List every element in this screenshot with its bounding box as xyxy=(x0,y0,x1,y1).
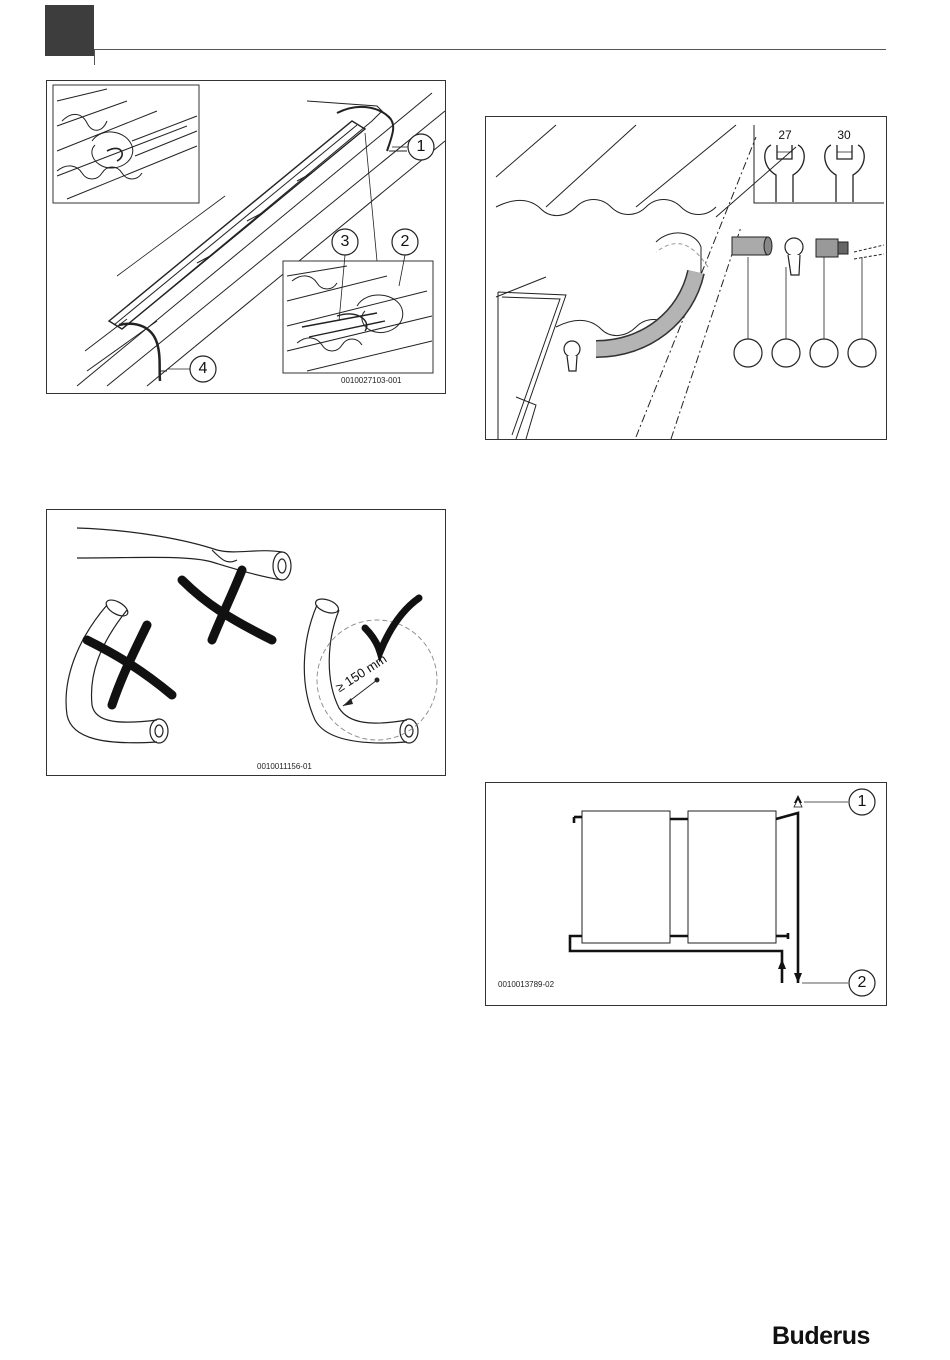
figure-connection: 27 30 xyxy=(485,116,887,440)
schematic-illustration xyxy=(486,783,886,1005)
header-rule xyxy=(94,49,886,50)
brand-logo: Buderus xyxy=(772,1322,870,1351)
callout-1: 1 xyxy=(847,787,877,817)
figure-hose-bending: ≥ 150 mm 0010011156-01 xyxy=(46,509,446,776)
callout-4: 4 xyxy=(188,354,218,384)
figure-roof-hoses: 1 2 3 4 0010027103-001 xyxy=(46,80,446,394)
chapter-marker xyxy=(45,5,94,56)
hose-bending-illustration xyxy=(47,510,445,775)
callout-1: 1 xyxy=(406,132,436,162)
figure-code: 0010013789-02 xyxy=(498,980,554,989)
wrench-size-30: 30 xyxy=(829,128,859,142)
callout-3: 3 xyxy=(330,227,360,257)
connection-illustration xyxy=(486,117,886,439)
figure-code: 0010027103-001 xyxy=(341,376,402,385)
header-tick xyxy=(94,49,95,65)
roof-hoses-illustration xyxy=(47,81,445,393)
callout-2: 2 xyxy=(847,968,877,998)
callout-2: 2 xyxy=(390,227,420,257)
wrench-size-27: 27 xyxy=(770,128,800,142)
figure-schematic: 1 2 0010013789-02 xyxy=(485,782,887,1006)
figure-code: 0010011156-01 xyxy=(257,762,312,771)
